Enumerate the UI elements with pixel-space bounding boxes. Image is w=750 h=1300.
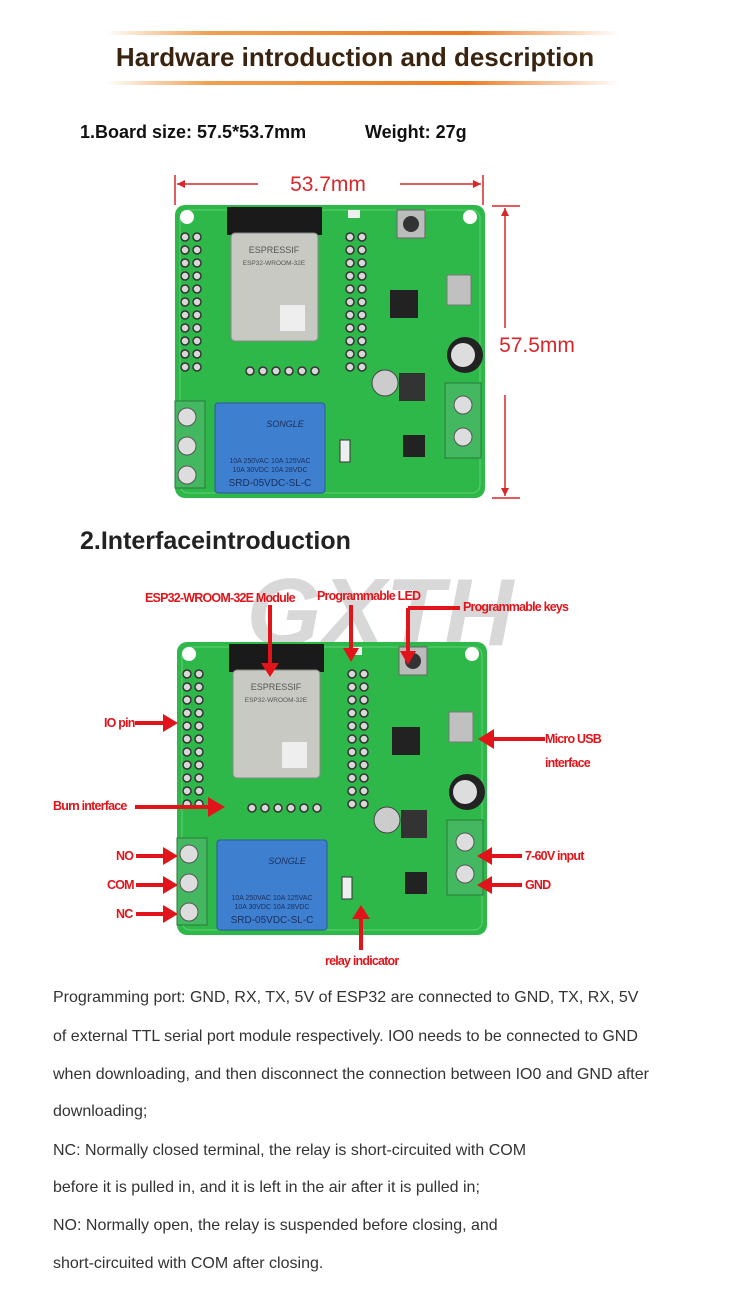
label-programmable-led: Programmable LED [317,589,421,603]
description-line: when downloading, and then disconnect th… [53,1066,649,1083]
mount-hole [463,210,477,224]
page-title: Hardware introduction and description [115,42,595,72]
svg-text:ESP32-WROOM-32E: ESP32-WROOM-32E [243,260,306,267]
svg-text:ESP32-WROOM-32E: ESP32-WROOM-32E [245,697,308,704]
micro-usb-icon [446,274,472,306]
description-line: Programming port: GND, RX, TX, 5V of ESP… [53,989,639,1006]
svg-text:SONGLE: SONGLE [266,419,305,429]
mount-hole [180,210,194,224]
label-esp32-module: ESP32-WROOM-32E Module [145,591,296,605]
width-label: 53.7mm [290,173,366,196]
power-terminal [444,382,482,459]
label-programmable-keys: Programmable keys [463,600,569,614]
description-line: before it is pulled in, and it is left i… [53,1179,480,1196]
description-line: NC: Normally closed terminal, the relay … [53,1142,527,1159]
svg-text:ESPRESSIF: ESPRESSIF [249,245,300,255]
relay-led-icon [341,876,353,900]
mount-hole [465,647,479,661]
svg-text:ESPRESSIF: ESPRESSIF [251,682,302,692]
label-micro-usb-2: interface [545,756,591,770]
title-top-rule [105,31,620,35]
dimension-diagram: 53.7mm 57.5mm ESPRESSIF ESP32-WROOM-32E SO… [174,173,575,499]
height-label: 57.5mm [499,334,575,357]
label-io-pin: IO pin [104,716,135,730]
mount-hole [182,647,196,661]
led-icon [348,210,360,218]
label-gnd: GND [525,878,551,892]
label-no: NO [116,849,134,863]
svg-text:SRD-05VDC-SL-C: SRD-05VDC-SL-C [229,478,312,489]
board-photo: ESPRESSIF ESP32-WROOM-32E SONGLE 10A 250VAC… [176,642,487,935]
antenna [227,207,322,235]
relay-led-icon [339,439,351,463]
label-relay-indicator: relay indicator [325,954,399,968]
board-photo: ESPRESSIF ESP32-WROOM-32E SONGLE 10A 250VAC… [174,205,485,498]
micro-usb-icon [448,711,474,743]
label-com: COM [107,878,135,892]
board-size: 1.Board size: 57.5*53.7mm [80,122,307,142]
description-line: downloading; [53,1103,148,1120]
antenna [229,644,324,672]
svg-text:10A 30VDC 10A 28VDC: 10A 30VDC 10A 28VDC [234,904,309,911]
svg-text:SONGLE: SONGLE [268,856,307,866]
relay-icon [214,402,326,494]
svg-text:SRD-05VDC-SL-C: SRD-05VDC-SL-C [231,915,314,926]
label-burn-interface: Burn interface [53,799,127,813]
section-interface-title: 2.Interfaceintroduction [80,527,351,555]
annotation-arrows [135,605,545,950]
power-terminal [446,819,484,896]
svg-text:10A 250VAC 10A 125VAC: 10A 250VAC 10A 125VAC [229,458,310,465]
description-line: of external TTL serial port module respe… [53,1028,638,1045]
board-weight: Weight: 27g [365,122,467,142]
label-nc: NC [116,907,133,921]
label-micro-usb-1: Micro USB [545,732,602,746]
svg-text:10A 250VAC 10A 125VAC: 10A 250VAC 10A 125VAC [231,895,312,902]
label-power-input: 7-60V input [525,849,584,863]
description-line: NO: Normally open, the relay is suspende… [53,1217,498,1234]
svg-text:10A 30VDC 10A 28VDC: 10A 30VDC 10A 28VDC [232,467,307,474]
title-bottom-rule [105,81,620,85]
description-line: short-circuited with COM after closing. [53,1255,324,1272]
relay-icon [216,839,328,931]
